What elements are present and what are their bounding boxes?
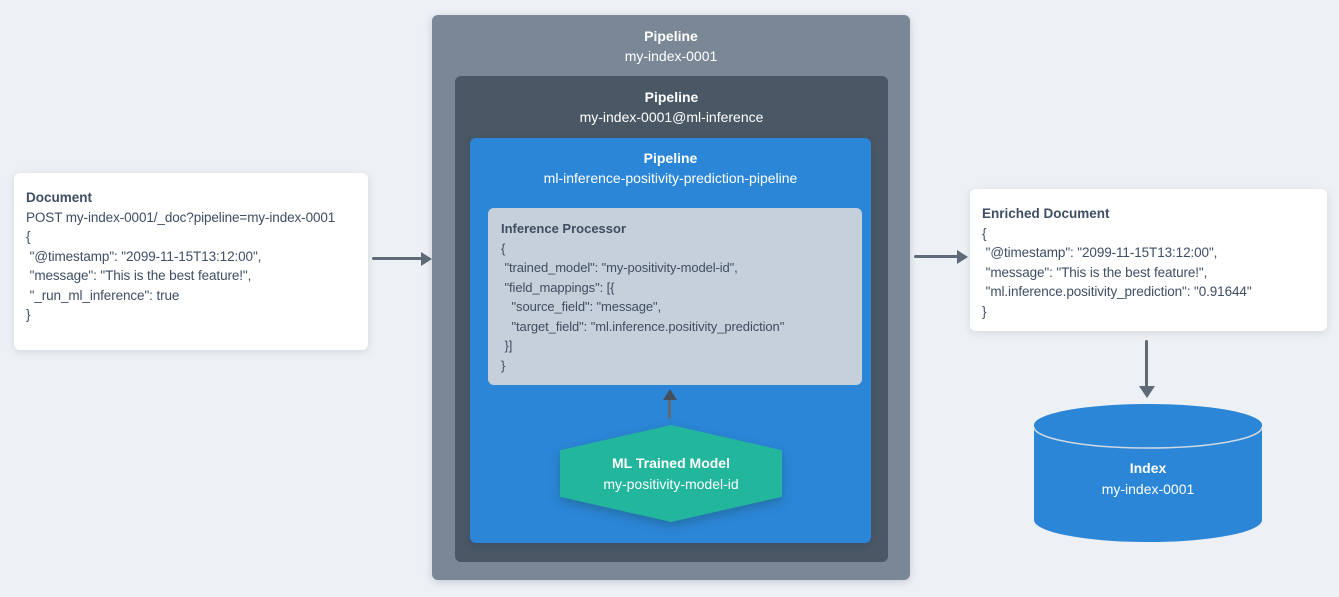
inference-processor-title: Inference Processor [501,221,627,236]
outer-pipeline-name: my-index-0001 [624,48,718,64]
enriched-document-json: { "@timestamp": "2099-11-15T13:12:00", "… [982,225,1252,319]
enriched-document-title: Enriched Document [982,206,1110,221]
index-cylinder: Index my-index-0001 [1032,402,1264,544]
ml-trained-model-shape: ML Trained Model my-positivity-model-id [560,425,782,522]
index-name: my-index-0001 [1101,481,1195,497]
ml-trained-model-hexagon: ML Trained Model my-positivity-model-id [560,425,782,522]
inference-pipeline-name: my-index-0001@ml-inference [579,109,764,125]
index-text: Index my-index-0001 [1032,458,1264,500]
inference-pipeline-header: Pipeline my-index-0001@ml-inference [455,76,888,127]
enriched-document-card: Enriched Document { "@timestamp": "2099-… [970,189,1327,331]
index-title: Index [1129,460,1167,476]
database-cylinder-icon [1033,404,1263,542]
arrow-right-icon [957,249,968,264]
document-card-title: Document [26,190,93,205]
arrow-down-icon [1138,386,1155,398]
arrow-line [1145,340,1148,387]
document-card: Document POST my-index-0001/_doc?pipelin… [14,173,368,350]
outer-pipeline-label: Pipeline [644,28,698,44]
outer-pipeline-header: Pipeline my-index-0001 [432,15,910,66]
ml-pipeline-label: Pipeline [643,150,698,166]
ml-pipeline-name: ml-inference-positivity-prediction-pipel… [543,170,798,186]
arrow-right-icon [421,251,432,266]
arrow-line [914,255,958,258]
inference-processor-json: { "trained_model": "my-positivity-model-… [501,240,785,373]
inference-processor-box: Inference Processor { "trained_model": "… [488,208,862,385]
arrow-line [668,398,671,419]
document-json: { "@timestamp": "2099-11-15T13:12:00", "… [26,229,262,322]
arrow-line [372,257,422,260]
ml-trained-model-name: my-positivity-model-id [603,475,739,492]
ml-pipeline-header: Pipeline ml-inference-positivity-predict… [470,138,871,188]
document-request-line: POST my-index-0001/_doc?pipeline=my-inde… [26,209,336,225]
ml-trained-model-title: ML Trained Model [612,454,730,471]
inference-pipeline-label: Pipeline [644,89,699,105]
arrow-up-icon [662,389,677,400]
